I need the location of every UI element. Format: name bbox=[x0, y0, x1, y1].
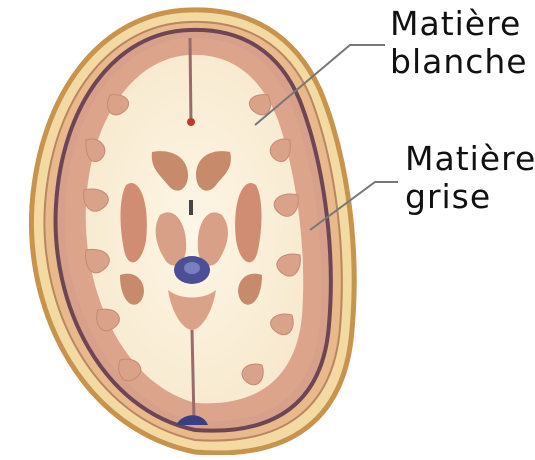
label-white-matter-line2: blanche bbox=[390, 43, 528, 81]
label-white-matter-line1: Matière bbox=[390, 5, 528, 43]
label-white-matter: Matière blanche bbox=[390, 5, 528, 81]
label-grey-matter-line1: Matière bbox=[405, 140, 535, 178]
label-grey-matter: Matière grise bbox=[405, 140, 535, 216]
longitudinal-fissure bbox=[190, 38, 191, 125]
label-grey-matter-line2: grise bbox=[405, 178, 535, 216]
